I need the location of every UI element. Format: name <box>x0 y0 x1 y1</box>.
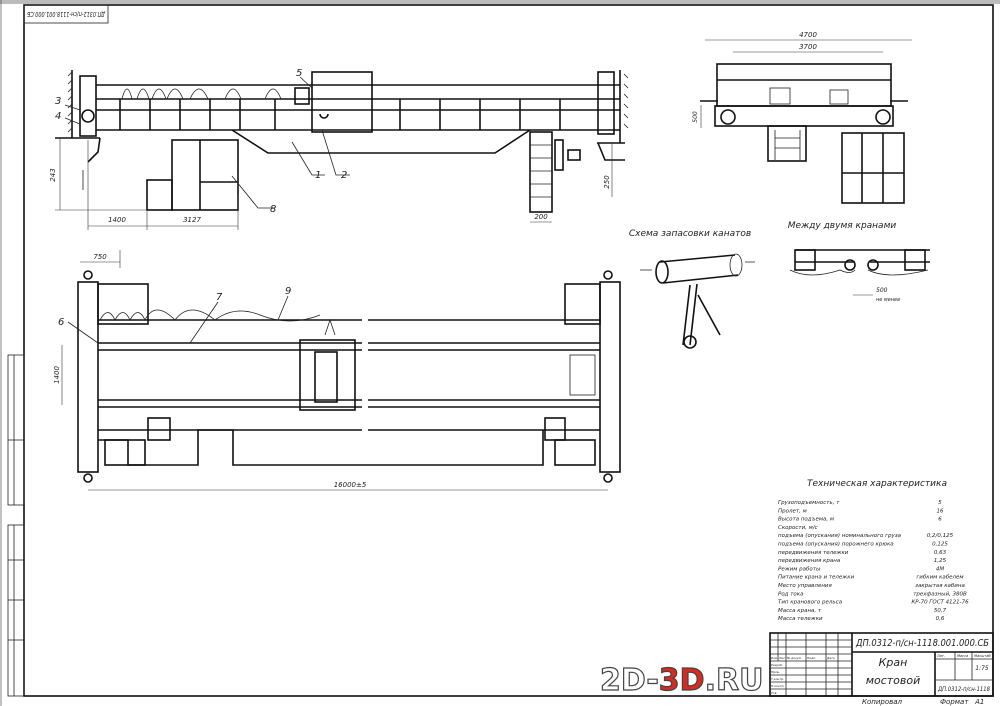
spec-value: 5 <box>938 500 942 506</box>
spec-value: 0,125 <box>932 542 948 548</box>
spec-label: Пролет, м <box>778 508 807 514</box>
role-izm: Изм. <box>771 656 778 660</box>
callout-9: 9 <box>285 286 291 297</box>
role-sign: Подп. <box>807 656 816 660</box>
elevation-view: 8 1 2 3 4 5 243 1400 3127 200 250 <box>49 68 629 230</box>
spec-label: передвижения крана <box>778 558 841 564</box>
between-cranes-title: Между двумя кранами <box>788 221 897 231</box>
callout-4: 4 <box>55 111 61 122</box>
left-margin-strips <box>7 354 25 697</box>
dim-3127: 3127 <box>183 216 201 224</box>
drawing-code: ДП.0312-п/сн-1118.001.000.СБ <box>855 638 989 649</box>
spec-label: Масса крана, т <box>778 608 822 614</box>
dim-500-trolley: 500 <box>692 111 699 123</box>
specs-title: Техническая характеристика <box>807 479 947 489</box>
drawing-frame <box>23 4 994 697</box>
dim-250: 250 <box>603 175 611 189</box>
between-cranes: Между двумя кранами 500 не менее <box>788 221 930 303</box>
spec-value: 0,2/0,125 <box>927 533 954 539</box>
spec-label: Род тока <box>778 591 804 597</box>
header-scale: Масштаб <box>974 654 991 658</box>
spec-label: подъема (опускания) порожнего крюка <box>778 542 894 548</box>
dim-500-between: 500 <box>876 287 888 294</box>
spec-value: гибким кабелем <box>916 575 963 581</box>
callout-2: 2 <box>341 170 347 181</box>
plan-view: 6 7 9 16000±5 1400 750 <box>53 250 621 491</box>
callout-8: 8 <box>270 204 276 215</box>
callout-6: 6 <box>58 317 64 328</box>
dim-243: 243 <box>49 168 57 181</box>
spec-value: 1,25 <box>934 558 947 564</box>
callout-3: 3 <box>55 96 61 107</box>
role-ncontrol: Н.контр. <box>771 684 784 688</box>
rope-scheme-title: Схема запасовки канатов <box>629 229 751 239</box>
spec-value: КР-70 ГОСТ 4121-76 <box>911 600 969 606</box>
role-approved: Утв. <box>771 691 777 695</box>
drawing-name: Кран <box>879 656 908 669</box>
role-tcontrol: Т.контр. <box>771 677 784 681</box>
rotated-stamp: ДП.0312-п/сн-1118.001.000.СБ <box>23 4 109 24</box>
role-checker: Пров. <box>771 670 780 674</box>
spec-label: передвижения тележки <box>778 550 849 556</box>
spec-label: Питание крана и тележки <box>778 575 855 581</box>
spec-label: Место управления <box>778 583 832 589</box>
spec-label: Грузоподъемность, т <box>778 500 840 506</box>
spec-label: Тип кранового рельса <box>778 600 843 606</box>
spec-value: трехфазный, 380В <box>913 591 967 597</box>
dim-1400: 1400 <box>108 216 126 224</box>
callout-7: 7 <box>216 292 223 303</box>
spec-value: 0,63 <box>934 550 947 556</box>
callout-1: 1 <box>315 170 321 181</box>
role-developer: Разраб. <box>771 663 783 667</box>
copied-label: Копировал <box>862 698 903 706</box>
tech-specs: Техническая характеристика Грузоподъемно… <box>778 479 969 622</box>
dim-span: 16000±5 <box>334 481 367 489</box>
scale-value: 1:75 <box>975 665 989 672</box>
dim-note: не менее <box>876 297 900 303</box>
role-list: Лист <box>778 656 787 660</box>
header-lit: Лит. <box>936 654 945 658</box>
dim-3700: 3700 <box>799 43 817 51</box>
spec-value: 0,6 <box>936 616 945 622</box>
header-mass: Масса <box>957 654 968 658</box>
spec-label: подъема (опускания) номинального груза <box>778 533 902 539</box>
spec-label: Скорости, м/с <box>778 525 818 531</box>
spec-value: 4М <box>936 566 944 572</box>
format-label: Формат А1 <box>940 698 984 706</box>
dim-plan-1400: 1400 <box>53 366 61 384</box>
spec-value: 6 <box>938 517 942 523</box>
spec-label: Масса тележки <box>778 616 823 622</box>
trolley-view: 4700 3700 500 <box>692 31 912 204</box>
group-code: ДП.0312-п/сн-1118 <box>937 686 990 693</box>
stamp-text: ДП.0312-п/сн-1118.001.000.СБ <box>27 10 106 18</box>
spec-value: 16 <box>937 508 944 514</box>
dim-4700: 4700 <box>799 31 817 39</box>
spec-label: Высота подъема, м <box>778 517 834 523</box>
rope-scheme: Схема запасовки канатов <box>629 229 755 349</box>
spec-value: 50,7 <box>934 608 947 614</box>
top-edge <box>0 0 1000 4</box>
title-block: Изм. Лист № докум. Подп. Дата Разраб. Пр… <box>769 632 994 706</box>
dim-200: 200 <box>534 213 548 221</box>
drawing-name-2: мостовой <box>866 674 921 687</box>
spec-value: закрытая кабина <box>915 583 965 589</box>
role-date: Дата <box>826 656 835 660</box>
spec-label: Режим работы <box>778 566 821 572</box>
callout-5: 5 <box>296 68 302 79</box>
role-doc: № докум. <box>786 656 802 660</box>
watermark-logo: 2D-3D.RU <box>600 663 763 698</box>
dim-750: 750 <box>93 253 107 261</box>
